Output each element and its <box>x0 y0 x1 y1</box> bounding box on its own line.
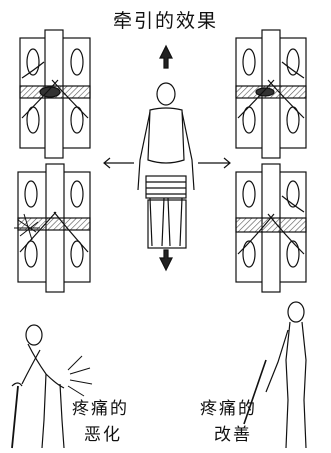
better-label-line1: 疼痛的 <box>200 398 257 420</box>
worse-label-line2: 恶化 <box>84 424 122 446</box>
better-label-line2: 改善 <box>214 424 252 446</box>
worse-label-line1: 疼痛的 <box>72 398 129 420</box>
spine-panel-top-right <box>236 30 306 158</box>
pain-burst-icon <box>68 356 92 396</box>
down-arrow-icon <box>160 250 172 270</box>
cane <box>12 386 18 448</box>
up-arrow-icon <box>160 46 172 68</box>
spine-panel-bottom-right <box>236 164 306 292</box>
right-arrow-icon <box>198 158 230 168</box>
person-worse <box>12 325 92 448</box>
spine-panel-top-left <box>20 30 90 158</box>
left-arrow-icon <box>104 158 134 168</box>
traction-figure <box>104 46 230 270</box>
person-better <box>244 302 306 448</box>
spine-panel-bottom-left <box>14 164 90 292</box>
